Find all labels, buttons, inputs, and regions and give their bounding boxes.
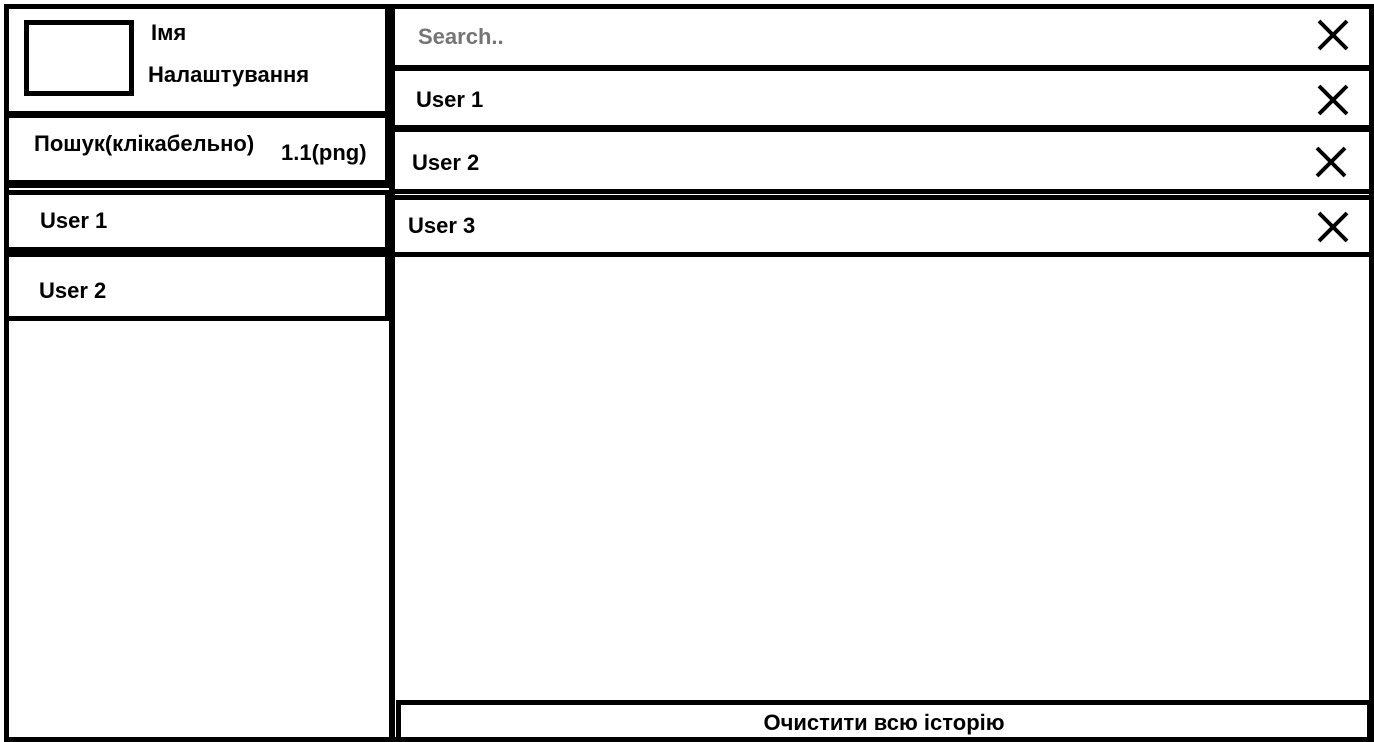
- search-input[interactable]: [416, 20, 1280, 54]
- sidebar-item-user-2[interactable]: [4, 252, 390, 321]
- search-nav-label[interactable]: Пошук(клікабельно): [34, 131, 255, 156]
- remove-history-item-icon[interactable]: [1316, 83, 1350, 117]
- remove-history-item-icon[interactable]: [1314, 145, 1348, 179]
- search-nav-button[interactable]: [4, 113, 390, 188]
- clear-history-button[interactable]: Очистити всю історію: [396, 700, 1372, 742]
- remove-history-item-icon[interactable]: [1316, 210, 1350, 244]
- history-item-user-2[interactable]: [390, 127, 1374, 194]
- avatar[interactable]: [24, 20, 134, 96]
- history-item-user-1[interactable]: [390, 66, 1374, 130]
- sidebar-item-label: User 1: [40, 208, 108, 233]
- profile-name: Імя: [151, 20, 187, 45]
- history-item-label: User 2: [412, 150, 480, 175]
- history-item-label: User 3: [408, 213, 476, 238]
- history-item-label: User 1: [416, 87, 484, 112]
- search-nav-note: 1.1(png): [281, 140, 367, 165]
- history-item-user-3[interactable]: [390, 195, 1374, 257]
- sidebar-item-label: User 2: [39, 278, 107, 303]
- sidebar-item-user-1[interactable]: [4, 190, 390, 252]
- clear-search-icon[interactable]: [1316, 18, 1350, 52]
- clear-history-label: Очистити всю історію: [763, 710, 1005, 735]
- settings-link[interactable]: Налаштування: [148, 62, 310, 87]
